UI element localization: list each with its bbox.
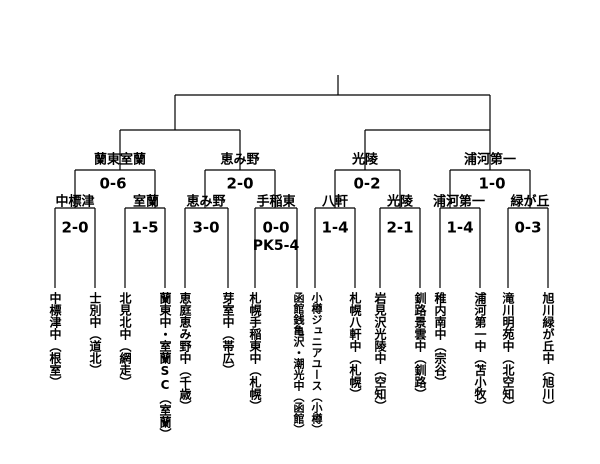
- match-score: 0-0: [262, 218, 290, 237]
- match-winner: 緑が丘: [510, 194, 550, 210]
- team-name: 芽室中（帯広）: [221, 292, 235, 376]
- match-winner: 中標津: [55, 194, 95, 210]
- team-name: 小樽ジュニアユース（小樽）: [310, 292, 323, 435]
- pk-result: PK5-4: [252, 238, 300, 254]
- quarter-score: 2-0: [226, 174, 254, 193]
- match-winner: 手稲東: [256, 194, 296, 210]
- team-name: 中標津中（根室）: [48, 292, 62, 388]
- match-winner: 八軒: [321, 194, 349, 210]
- team-name: 稚内南中（宗谷）: [433, 292, 447, 388]
- team-name: 札幌八軒中（札幌）: [348, 292, 362, 400]
- team-name: 釧路景雲中（釧路）: [413, 292, 427, 400]
- match-winner: 浦河第一: [432, 194, 486, 210]
- quarter-score: 0-2: [353, 174, 381, 193]
- match-score: 1-4: [446, 218, 474, 237]
- team-name: 函館銭亀沢・潮光中（函館）: [292, 292, 305, 435]
- quarter-score: 0-6: [99, 174, 127, 193]
- semi-left-winner-0: 蘭東室蘭: [93, 152, 147, 168]
- match-score: 3-0: [192, 218, 220, 237]
- team-name: 恵庭恵み野中（千歳）: [178, 292, 192, 412]
- team-name: 札幌手稲東中（札幌）: [248, 292, 262, 412]
- quarter-score: 1-0: [478, 174, 506, 193]
- match-winner: 恵み野: [186, 194, 226, 210]
- team-name: 浦河第一中（苫小牧）: [473, 292, 487, 412]
- semi-right-winner-0: 光陵: [351, 152, 379, 168]
- match-winner: 光陵: [386, 194, 414, 210]
- team-name: 旭川緑が丘中（旭川）: [541, 292, 555, 412]
- semi-right-winner-1: 浦河第一: [463, 152, 517, 168]
- semi-left-winner-1: 恵み野: [220, 152, 260, 168]
- team-name: 北見北中（網走）: [118, 292, 132, 388]
- match-score: 2-1: [386, 218, 414, 237]
- team-name: 滝川明苑中（北空知）: [501, 292, 515, 412]
- match-score: 1-5: [131, 218, 159, 237]
- team-name: 士別中（道北）: [88, 292, 102, 376]
- match-score: 1-4: [321, 218, 349, 237]
- match-score: 2-0: [61, 218, 89, 237]
- match-score: 0-3: [514, 218, 542, 237]
- team-name: 岩見沢光陵中（空知）: [373, 292, 387, 412]
- team-name: 蘭東中・室蘭SC（室蘭）: [158, 292, 172, 440]
- match-winner: 室蘭: [132, 194, 160, 210]
